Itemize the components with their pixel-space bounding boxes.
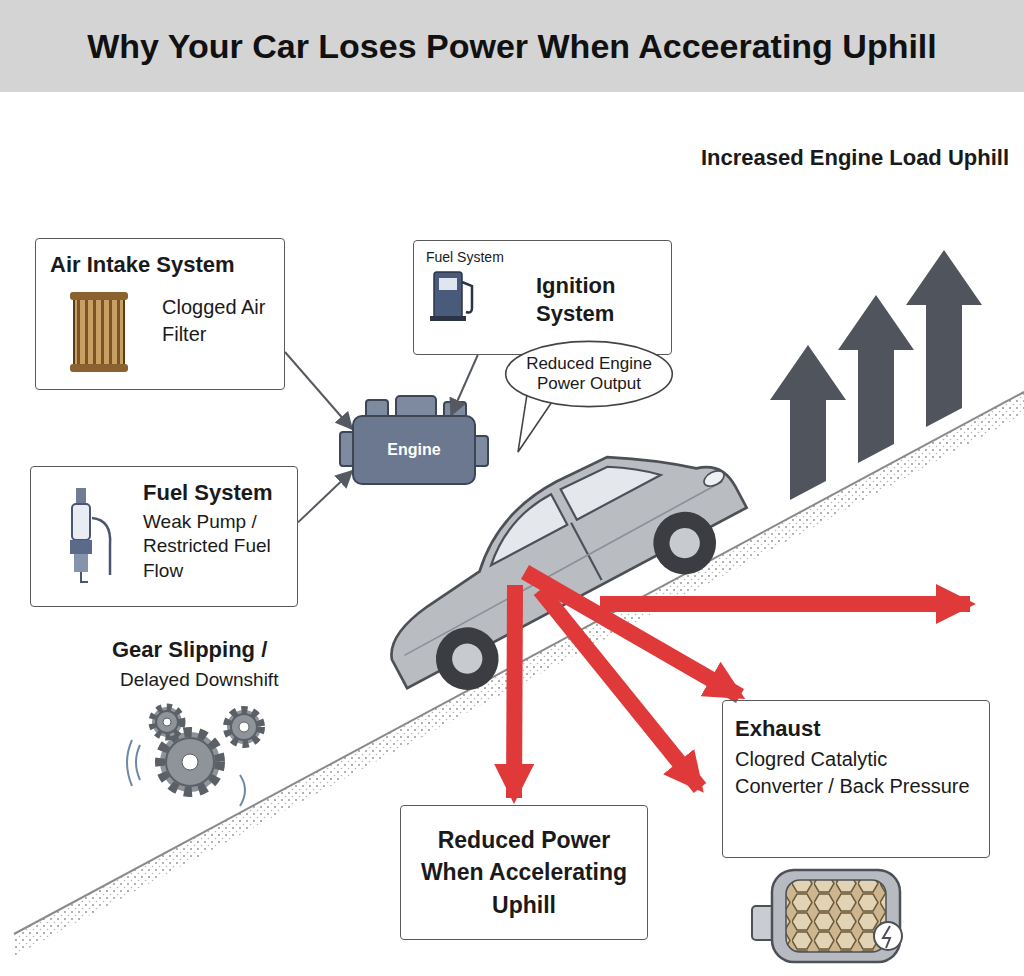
node-body: Clogged Air Filter [162, 294, 272, 348]
system-box: Fuel SystemWeak Pump / Restricted Fuel F… [30, 466, 298, 607]
air-filter-icon [70, 292, 128, 372]
speech-bubble: Reduced Engine Power Output [504, 340, 674, 408]
node-heading: Fuel System [143, 479, 285, 508]
car-illustration [354, 409, 762, 718]
fuel-pump-icon [430, 272, 472, 321]
system-box: Fuel SystemIgnition System [413, 240, 672, 355]
node-heading: Exhaust [735, 715, 977, 744]
catalytic-converter-icon [752, 870, 902, 962]
connector-arrow [285, 352, 352, 429]
spark-plug-icon [70, 488, 110, 582]
result-box: Reduced Power When Accelerating Uphill [400, 805, 648, 940]
diagram-title: Why Your Car Loses Power When Acceeratin… [87, 26, 937, 67]
system-box: Air Intake SystemClogged Air Filter [35, 238, 285, 390]
node-body: Clogred Catalytic Converter / Back Press… [735, 746, 977, 800]
load-label: Increased Engine Load Uphill [700, 143, 1010, 174]
node-heading: Reduced Power When Accelerating Uphill [415, 824, 633, 921]
node-heading: Air Intake System [50, 251, 270, 280]
engine-block: Engine [352, 415, 476, 485]
load-arrows [770, 250, 982, 500]
node-body: Weak Pump / Restricted Fuel Flow [143, 510, 293, 584]
node-body: Ignition System [536, 272, 648, 329]
gear-sublabel: Delayed Downshift [120, 668, 380, 693]
connector-arrow [298, 471, 352, 522]
gears-icon [127, 707, 261, 806]
node-heading: Fuel System [426, 249, 659, 266]
node-heading: Engine [387, 440, 440, 459]
gear-label: Gear Slipping / [112, 636, 372, 665]
exhaust-box: ExhaustClogred Catalytic Converter / Bac… [722, 700, 990, 858]
connector-arrow [451, 355, 478, 415]
node-heading: Reduced Engine Power Output [522, 354, 656, 395]
title-bar: Why Your Car Loses Power When Acceeratin… [0, 0, 1024, 92]
